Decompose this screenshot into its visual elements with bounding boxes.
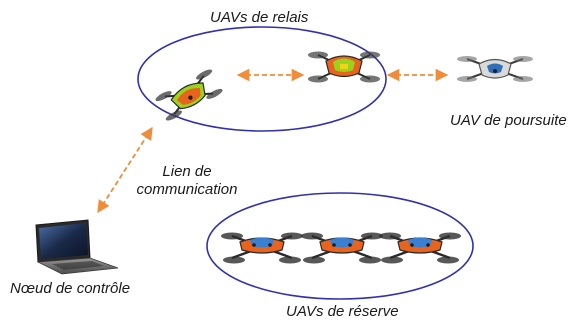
drone-icon (457, 56, 533, 82)
drone-icon (379, 232, 461, 264)
link-label-line2: communication (136, 181, 238, 198)
drone-icon (308, 51, 380, 83)
relay-group-ellipse (137, 26, 387, 132)
drone-icon (301, 232, 383, 264)
link-label-line1: Lien de (162, 163, 212, 180)
reserve-group-ellipse (206, 192, 474, 300)
control-node-label: Nœud de contrôle (10, 280, 131, 297)
drone-icon (155, 69, 223, 121)
relay-group-label: UAVs de relais (210, 9, 309, 26)
link-arrow-control-to-relay (97, 126, 153, 214)
laptop-icon (35, 219, 119, 275)
pursuit-uav-label: UAV de poursuite (450, 112, 567, 129)
drone-icon (221, 232, 303, 264)
reserve-group-label: UAVs de réserve (286, 303, 399, 320)
